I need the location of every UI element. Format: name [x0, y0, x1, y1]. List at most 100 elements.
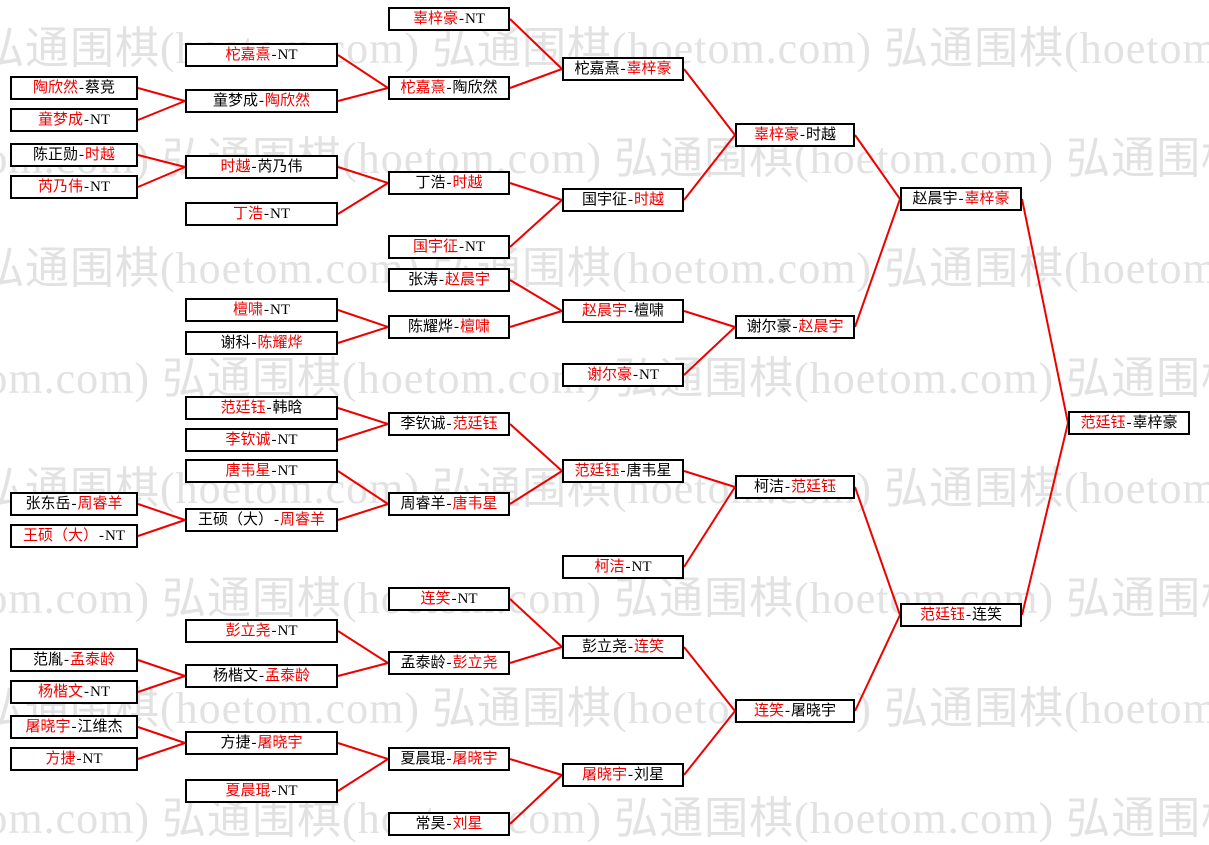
match-box[interactable]: 芮乃伟-NT [10, 175, 138, 199]
match-box[interactable]: 丁浩-NT [185, 202, 338, 226]
match-box[interactable]: 常昊-刘星 [388, 812, 510, 836]
match-box[interactable]: 陈耀烨-檀啸 [388, 315, 510, 339]
match-box[interactable]: 辜梓豪-NT [388, 7, 510, 31]
player-separator: - [84, 178, 89, 195]
connector-line [683, 710, 736, 776]
player-right: 檀啸 [634, 302, 665, 319]
match-box[interactable]: 陈正勋-时越 [10, 143, 138, 167]
player-separator: - [800, 126, 805, 143]
player-right: 蔡竞 [85, 79, 116, 96]
connector-line [337, 423, 389, 441]
match-box[interactable]: 柁嘉熹-辜梓豪 [562, 57, 684, 81]
match-box[interactable]: 杨楷文-孟泰龄 [185, 664, 338, 688]
match-box[interactable]: 连笑-屠晓宇 [735, 699, 855, 723]
match-box[interactable]: 杨楷文-NT [10, 680, 138, 704]
match-box[interactable]: 彭立尧-NT [185, 619, 338, 643]
player-separator: - [84, 683, 89, 700]
player-right: 陶欣然 [452, 79, 498, 96]
match-box[interactable]: 谢尔豪-赵晨宇 [735, 315, 855, 339]
match-box[interactable]: 谢尔豪-NT [562, 363, 684, 387]
connector-line [854, 198, 901, 328]
player-left: 范胤 [32, 651, 63, 668]
match-box[interactable]: 张东岳-周睿羊 [10, 492, 138, 516]
match-box[interactable]: 李钦诚-NT [185, 428, 338, 452]
match-box[interactable]: 国宇征-时越 [562, 188, 684, 212]
player-right: 彭立尧 [452, 654, 498, 671]
match-box[interactable]: 柁嘉熹-NT [185, 43, 338, 67]
player-left: 屠晓宇 [25, 718, 71, 735]
player-right: 时越 [85, 146, 116, 163]
player-right: 辜梓豪 [626, 60, 672, 77]
match-box[interactable]: 辜梓豪-时越 [735, 123, 855, 147]
match-box[interactable]: 李钦诚-范廷钰 [388, 412, 510, 436]
match-box[interactable]: 赵晨宇-辜梓豪 [900, 187, 1022, 211]
match-box[interactable]: 柯洁-范廷钰 [735, 475, 855, 499]
match-box[interactable]: 范廷钰-唐韦星 [562, 459, 684, 483]
match-box[interactable]: 范胤-孟泰龄 [10, 648, 138, 672]
match-box[interactable]: 夏晨琨-屠晓宇 [388, 747, 510, 771]
match-box[interactable]: 彭立尧-连笑 [562, 635, 684, 659]
player-right: 屠晓宇 [257, 734, 303, 751]
player-right: 辜梓豪 [964, 190, 1010, 207]
match-box[interactable]: 夏晨琨-NT [185, 779, 338, 803]
match-box[interactable]: 连笑-NT [388, 587, 510, 611]
player-right: 芮乃伟 [257, 158, 303, 175]
player-separator: - [266, 399, 272, 416]
player-separator: - [251, 158, 257, 175]
match-box[interactable]: 陶欣然-蔡竞 [10, 76, 138, 100]
player-left: 芮乃伟 [37, 178, 83, 195]
player-right: 范廷钰 [791, 478, 837, 495]
player-left: 连笑 [420, 590, 451, 607]
match-box[interactable]: 范廷钰-韩晗 [185, 396, 338, 420]
player-left: 孟泰龄 [400, 654, 446, 671]
player-separator: - [271, 431, 277, 448]
player-right: 辜梓豪 [1132, 414, 1178, 431]
player-left: 国宇征 [581, 191, 627, 208]
player-separator: - [259, 92, 264, 109]
player-separator: - [628, 766, 633, 783]
player-right: NT [277, 622, 298, 639]
player-right: 范廷钰 [452, 415, 498, 432]
player-separator: - [259, 667, 264, 684]
match-box[interactable]: 谢科-陈耀烨 [185, 331, 338, 355]
player-left: 丁浩 [415, 174, 446, 191]
player-right: NT [639, 366, 659, 383]
match-box[interactable]: 唐韦星-NT [185, 459, 338, 483]
player-left: 李钦诚 [225, 431, 271, 448]
match-box[interactable]: 童梦成-NT [10, 108, 138, 132]
player-right: NT [82, 750, 103, 767]
player-separator: - [64, 651, 69, 668]
match-box[interactable]: 方捷-屠晓宇 [185, 731, 338, 755]
match-box[interactable]: 王硕（大）-NT [10, 524, 138, 548]
match-box[interactable]: 方捷-NT [10, 747, 138, 771]
match-box[interactable]: 张涛-赵晨宇 [388, 268, 510, 292]
match-box[interactable]: 孟泰龄-彭立尧 [388, 651, 510, 675]
connector-line [337, 503, 389, 521]
connector-line [683, 646, 736, 712]
match-box[interactable]: 屠晓宇-刘星 [562, 763, 684, 787]
match-box[interactable]: 柯洁-NT [562, 555, 684, 579]
match-box[interactable]: 柁嘉熹-陶欣然 [388, 76, 510, 100]
match-box[interactable]: 时越-芮乃伟 [185, 155, 338, 179]
player-left: 国宇征 [412, 238, 458, 255]
match-box[interactable]: 檀啸-NT [185, 298, 338, 322]
match-box[interactable]: 范廷钰-辜梓豪 [1068, 411, 1190, 435]
match-box[interactable]: 周睿羊-唐韦星 [388, 492, 510, 516]
player-separator: - [1126, 414, 1132, 431]
match-box[interactable]: 国宇征-NT [388, 235, 510, 259]
player-right: 韩晗 [272, 399, 303, 416]
player-separator: - [271, 46, 277, 63]
connector-line [683, 470, 736, 488]
match-box[interactable]: 屠晓宇-江维杰 [10, 715, 138, 739]
player-separator: - [446, 79, 452, 96]
match-box[interactable]: 赵晨宇-檀啸 [562, 299, 684, 323]
match-box[interactable]: 丁浩-时越 [388, 171, 510, 195]
match-box[interactable]: 王硕（大）-周睿羊 [185, 508, 338, 532]
player-left: 张东岳 [25, 495, 71, 512]
player-right: NT [631, 558, 652, 575]
match-box[interactable]: 童梦成-陶欣然 [185, 89, 338, 113]
connector-line [137, 503, 186, 521]
player-right: NT [457, 590, 478, 607]
match-box[interactable]: 范廷钰-连笑 [900, 603, 1022, 627]
